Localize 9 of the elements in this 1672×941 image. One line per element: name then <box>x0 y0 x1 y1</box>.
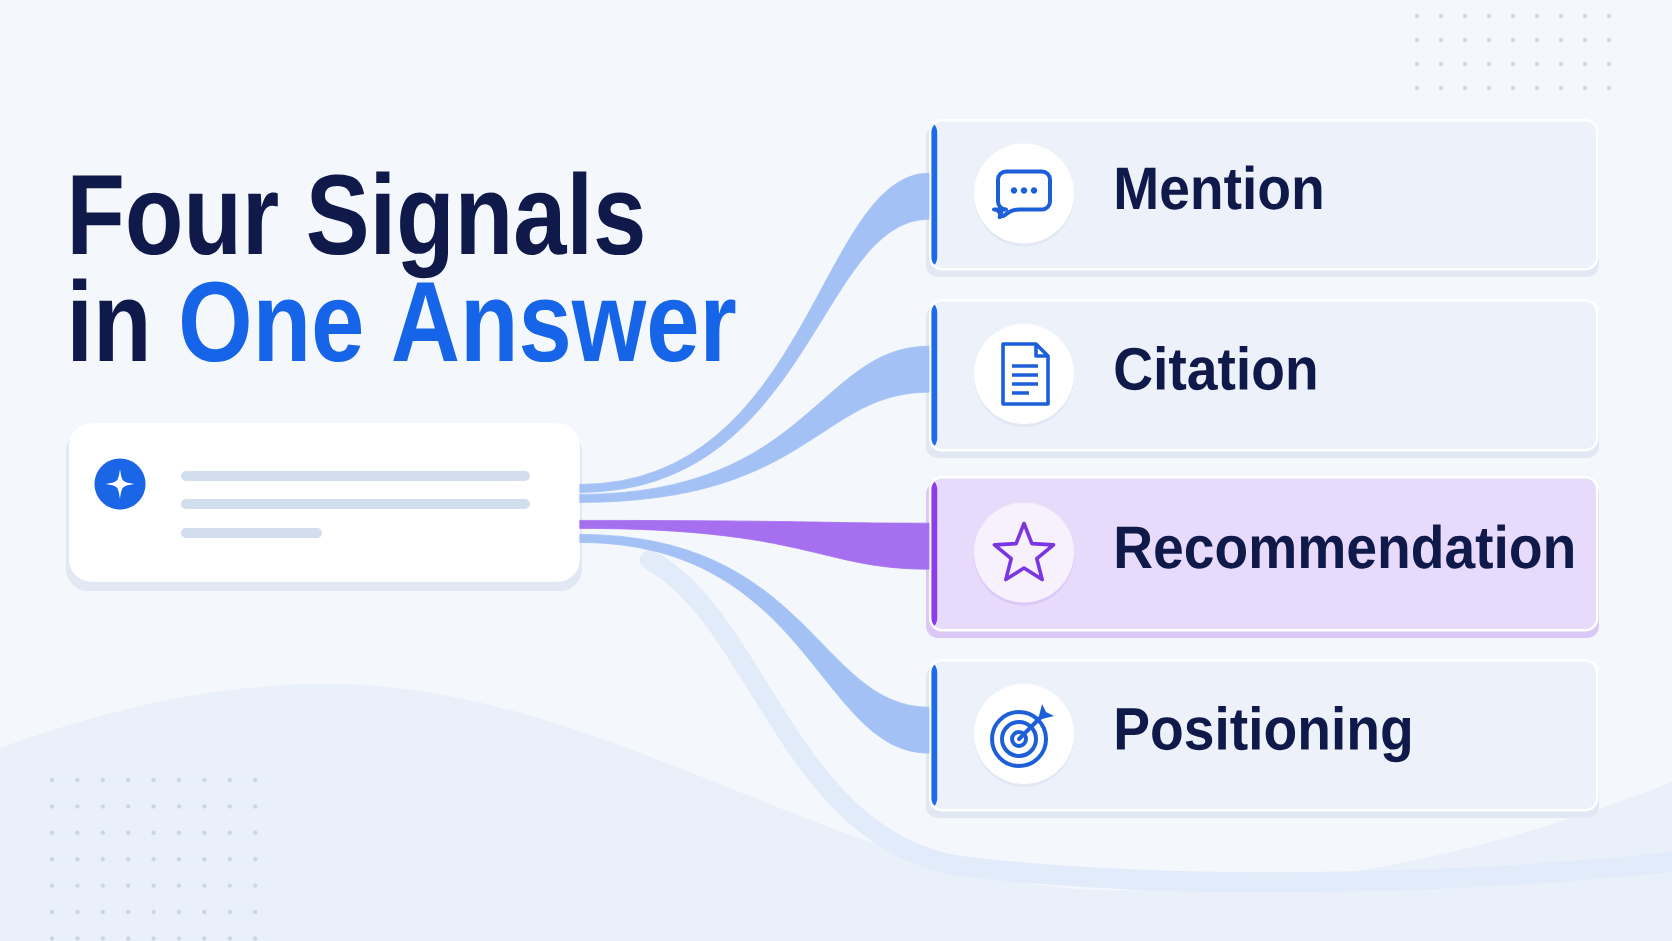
signal-card: Recommendation <box>926 476 1599 638</box>
title: Four Signals in One Answer <box>72 171 736 363</box>
ribbon-connector <box>579 172 930 493</box>
ribbon-connector <box>579 520 930 570</box>
signal-card: Citation <box>926 299 1599 458</box>
ribbon-connector <box>579 534 930 754</box>
ribbon-connector <box>579 345 930 503</box>
signal-card: Mention <box>926 119 1599 277</box>
signal-card: Positioning <box>926 659 1599 818</box>
